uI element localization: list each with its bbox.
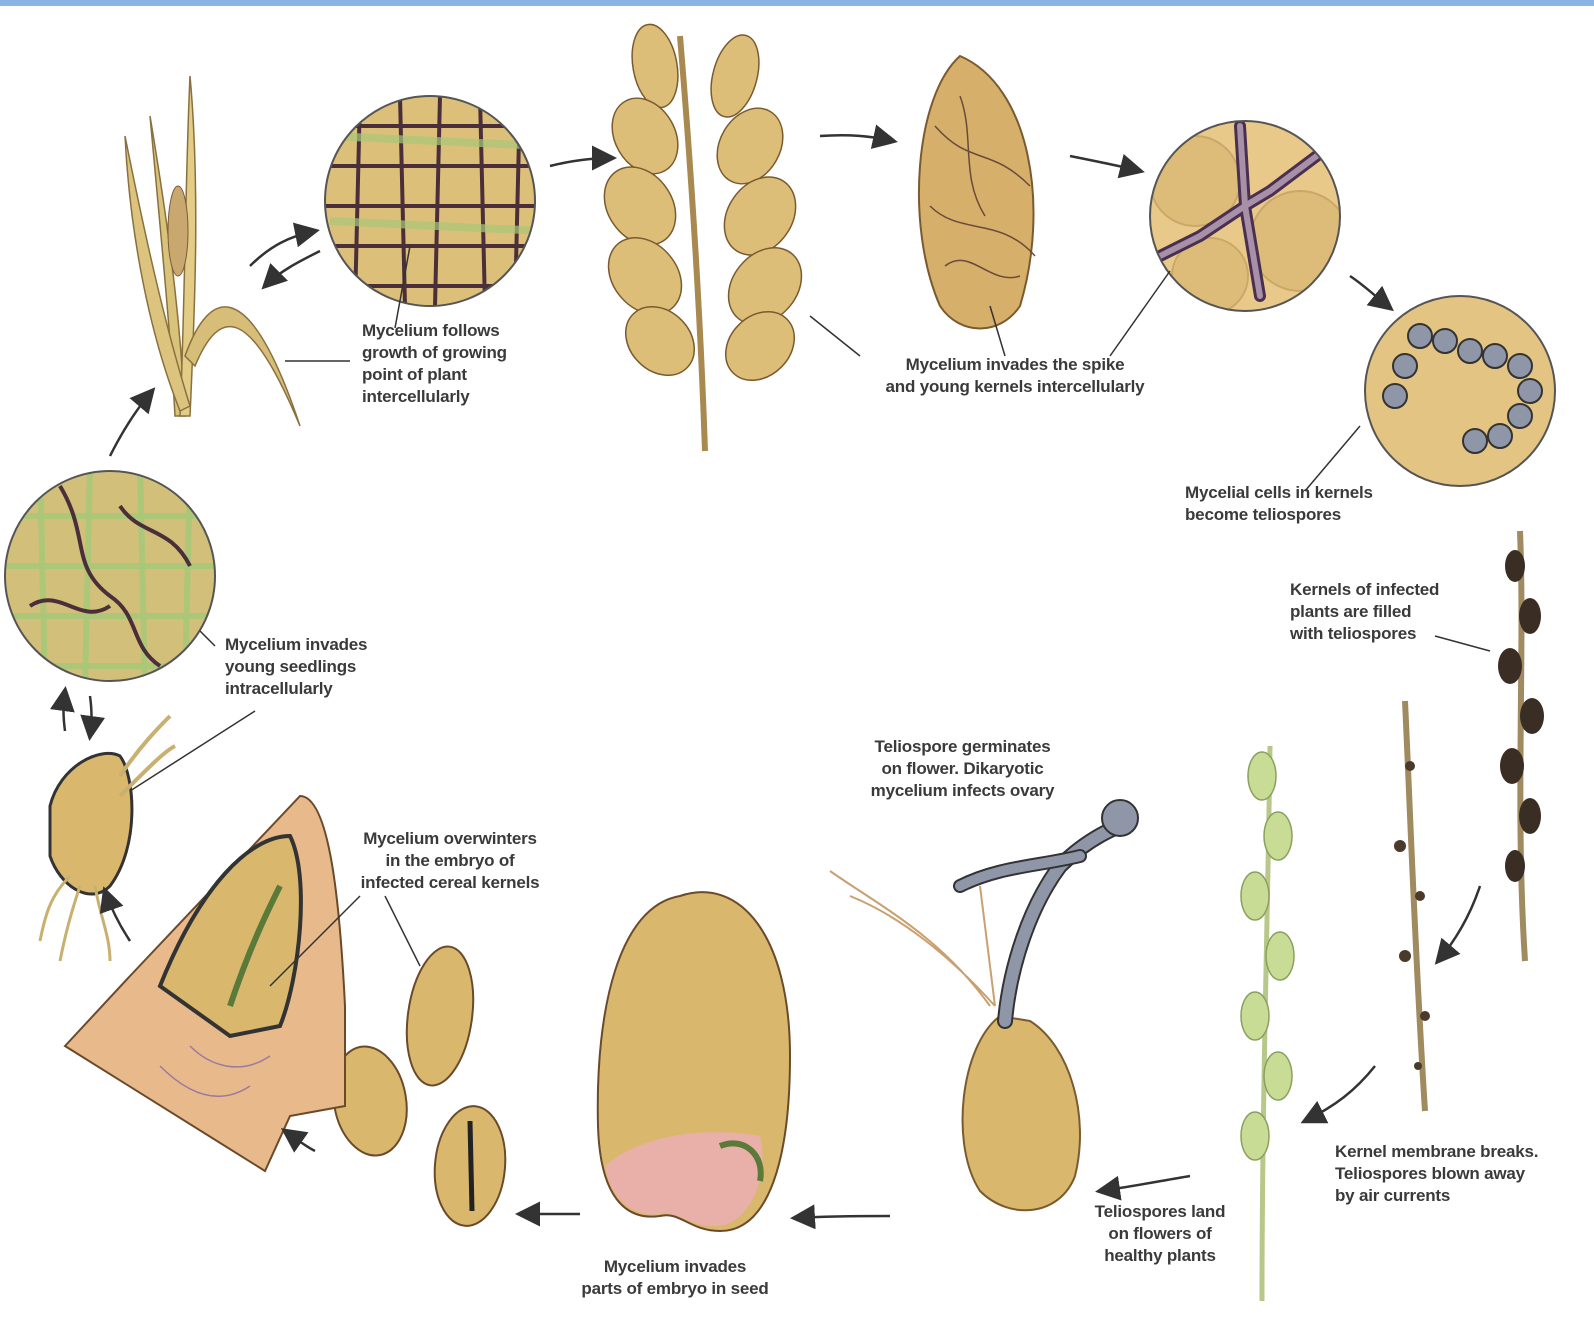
life-cycle-diagram: Mycelium follows growth of growing point… [0, 6, 1594, 1319]
label-spike-kernels: Mycelium invades the spike and young ker… [855, 354, 1175, 398]
teliospore-formation-circle [1365, 296, 1555, 486]
germinating-teliospore-ovary-illustration [830, 800, 1138, 1210]
label-embryo-parts: Mycelium invades parts of embryo in seed [555, 1256, 795, 1300]
infected-spike-illustration [590, 21, 817, 451]
seed-embryo-illustration [598, 892, 790, 1231]
intercellular-mycelium-circle [1150, 121, 1350, 314]
label-land-on-flowers: Teliospores land on flowers of healthy p… [1075, 1201, 1245, 1267]
infected-kernels-illustration [325, 942, 510, 1229]
label-membrane-breaks: Kernel membrane breaks. Teliospores blow… [1335, 1141, 1538, 1207]
seedling-plant-illustration [125, 76, 300, 426]
healthy-spike-illustration [1241, 746, 1294, 1301]
label-germinates: Teliospore germinates on flower. Dikaryo… [840, 736, 1085, 802]
label-overwinters: Mycelium overwinters in the embryo of in… [330, 828, 570, 894]
label-growing-point: Mycelium follows growth of growing point… [362, 320, 507, 408]
seedling-intracellular-circle [0, 466, 220, 686]
germinating-seed-illustration [40, 716, 175, 961]
smutted-spike-illustration [1498, 531, 1544, 961]
label-seedlings: Mycelium invades young seedlings intrace… [225, 634, 367, 700]
label-teliospores-form: Mycelial cells in kernels become teliosp… [1185, 482, 1373, 526]
label-kernels-filled: Kernels of infected plants are filled wi… [1290, 579, 1439, 645]
infected-young-kernel-illustration [919, 56, 1035, 329]
growing-point-magnified-circle [320, 96, 545, 306]
broken-kernel-stalk-illustration [1394, 701, 1430, 1111]
